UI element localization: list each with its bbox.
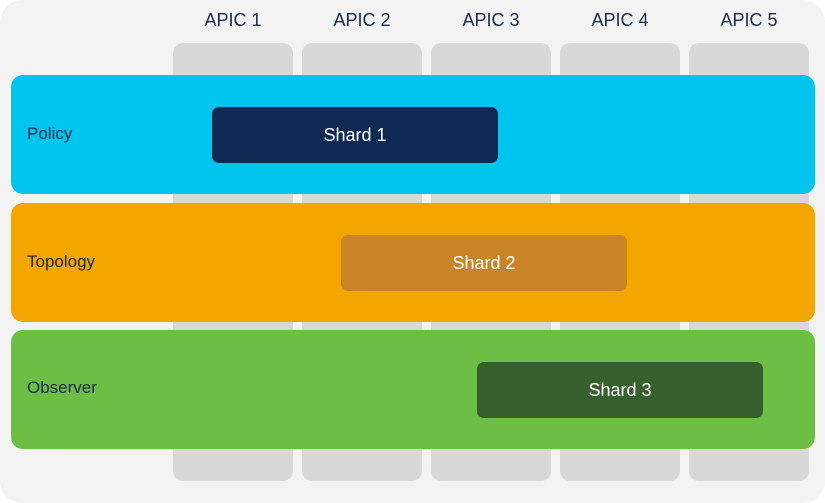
column-header-apic-5: APIC 5 — [720, 10, 778, 30]
column-header-apic-2: APIC 2 — [333, 10, 391, 30]
column-header-apic-3: APIC 3 — [462, 10, 520, 30]
band-label-policy: Policy — [27, 124, 73, 143]
shard-3-box: Shard 3 — [477, 362, 763, 418]
shard-2-box: Shard 2 — [341, 235, 627, 291]
shard-1-box: Shard 1 — [212, 107, 498, 163]
band-label-observer: Observer — [27, 378, 97, 397]
column-header-apic-4: APIC 4 — [591, 10, 649, 30]
column-header-apic-1: APIC 1 — [204, 10, 262, 30]
band-label-topology: Topology — [27, 252, 96, 271]
